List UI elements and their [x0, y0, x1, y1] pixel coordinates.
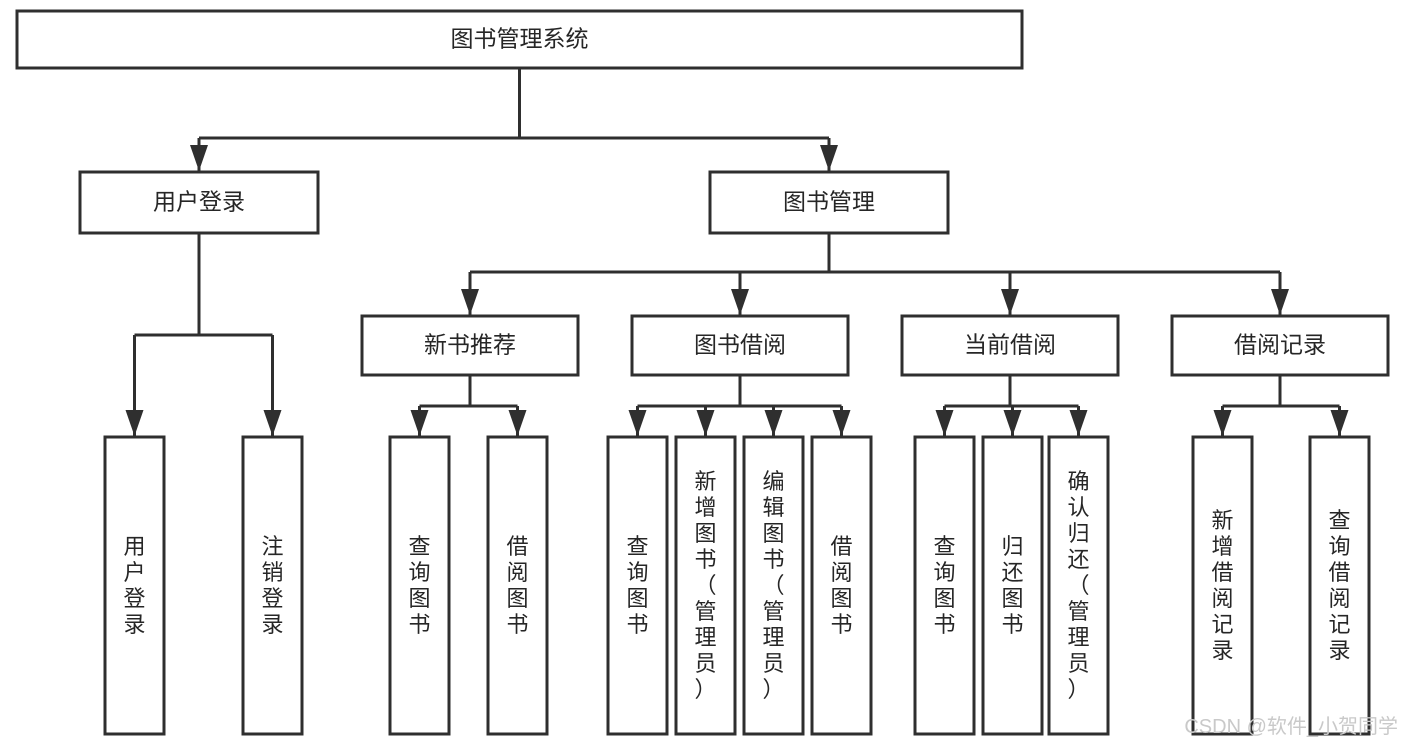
node-box-leaf-borrow-book-1 — [486, 435, 549, 736]
node-box-leaf-add-record — [1191, 435, 1254, 736]
node-box-current-borrow — [900, 314, 1120, 377]
borrow-record-to-leaves-arrow-icon — [1213, 410, 1232, 436]
node-label-leaf-add-record: 新增借阅记录 — [1211, 508, 1233, 663]
borrow-record-to-leaves-arrow-icon — [1330, 410, 1349, 436]
node-box-book-borrow — [630, 314, 850, 377]
csdn-watermark: CSDN @软件_小贺同学 — [1184, 715, 1398, 738]
node-box-leaf-query-book-2 — [606, 435, 669, 736]
node-label-current-borrow: 当前借阅 — [964, 332, 1056, 358]
node-book-manage[interactable]: 图书管理 — [708, 170, 950, 235]
node-box-leaf-edit-book — [742, 435, 805, 736]
node-leaf-borrow-book-1[interactable]: 借阅图书 — [486, 435, 549, 736]
node-label-leaf-edit-book: 编辑图书（管理员） — [762, 469, 784, 702]
node-label-leaf-borrow-book-2: 借阅图书 — [830, 534, 852, 637]
node-leaf-confirm-return[interactable]: 确认归还（管理员） — [1047, 435, 1110, 736]
node-box-leaf-query-book-3 — [913, 435, 976, 736]
node-label-leaf-add-book: 新增图书（管理员） — [694, 469, 716, 702]
node-label-book-manage: 图书管理 — [783, 189, 875, 215]
node-leaf-edit-book[interactable]: 编辑图书（管理员） — [742, 435, 805, 736]
book-manage-to-level3-arrow-icon — [461, 289, 479, 315]
node-label-book-borrow: 图书借阅 — [694, 332, 786, 358]
user-login-to-leaves-arrow-icon — [263, 410, 282, 436]
node-book-borrow[interactable]: 图书借阅 — [630, 314, 850, 377]
node-box-leaf-query-book-1 — [388, 435, 451, 736]
node-label-new-book-recommend: 新书推荐 — [424, 332, 516, 358]
node-box-leaf-add-book — [674, 435, 737, 736]
node-user-login[interactable]: 用户登录 — [78, 170, 320, 235]
root-to-level2-arrow-icon — [190, 145, 208, 171]
book-borrow-to-leaves-arrow-icon — [764, 410, 783, 436]
node-label-leaf-user-logout: 注销登录 — [261, 534, 283, 637]
nodes-layer: 图书管理系统用户登录图书管理新书推荐图书借阅当前借阅借阅记录用户登录注销登录查询… — [15, 9, 1390, 736]
node-leaf-user-login[interactable]: 用户登录 — [103, 435, 166, 736]
node-leaf-query-book-3[interactable]: 查询图书 — [913, 435, 976, 736]
node-box-leaf-borrow-book-2 — [810, 435, 873, 736]
current-borrow-to-leaves-arrow-icon — [935, 410, 954, 436]
node-label-leaf-query-book-1: 查询图书 — [408, 534, 430, 637]
book-borrow-to-leaves-arrow-icon — [628, 410, 647, 436]
node-box-book-manage — [708, 170, 950, 235]
connectors-layer — [125, 68, 1349, 436]
node-new-book-recommend[interactable]: 新书推荐 — [360, 314, 580, 377]
book-borrow-to-leaves-arrow-icon — [832, 410, 851, 436]
node-box-borrow-record — [1170, 314, 1390, 377]
node-leaf-borrow-book-2[interactable]: 借阅图书 — [810, 435, 873, 736]
user-login-to-leaves-arrow-icon — [125, 410, 144, 436]
node-leaf-query-book-1[interactable]: 查询图书 — [388, 435, 451, 736]
node-label-leaf-query-record: 查询借阅记录 — [1328, 508, 1350, 663]
book-borrow-to-leaves-arrow-icon — [696, 410, 715, 436]
node-box-leaf-user-login — [103, 435, 166, 736]
node-current-borrow[interactable]: 当前借阅 — [900, 314, 1120, 377]
node-label-leaf-query-book-2: 查询图书 — [626, 534, 648, 637]
node-label-borrow-record: 借阅记录 — [1234, 332, 1326, 358]
node-leaf-query-record[interactable]: 查询借阅记录 — [1308, 435, 1371, 736]
node-label-leaf-user-login: 用户登录 — [123, 534, 145, 637]
node-label-leaf-query-book-3: 查询图书 — [933, 534, 955, 637]
node-box-leaf-query-record — [1308, 435, 1371, 736]
book-manage-to-level3-arrow-icon — [1001, 289, 1019, 315]
new-book-recommend-to-leaves-arrow-icon — [410, 410, 429, 436]
current-borrow-to-leaves-arrow-icon — [1003, 410, 1022, 436]
node-box-root — [15, 9, 1024, 70]
node-label-leaf-confirm-return: 确认归还（管理员） — [1067, 469, 1089, 702]
node-leaf-add-book[interactable]: 新增图书（管理员） — [674, 435, 737, 736]
book-manage-to-level3-arrow-icon — [1271, 289, 1289, 315]
node-label-user-login: 用户登录 — [153, 189, 245, 215]
node-box-user-login — [78, 170, 320, 235]
node-leaf-return-book[interactable]: 归还图书 — [981, 435, 1044, 736]
node-label-leaf-borrow-book-1: 借阅图书 — [506, 534, 528, 637]
new-book-recommend-to-leaves-arrow-icon — [508, 410, 527, 436]
node-leaf-add-record[interactable]: 新增借阅记录 — [1191, 435, 1254, 736]
node-label-root: 图书管理系统 — [451, 26, 589, 52]
node-borrow-record[interactable]: 借阅记录 — [1170, 314, 1390, 377]
node-box-leaf-return-book — [981, 435, 1044, 736]
root-to-level2-arrow-icon — [820, 145, 838, 171]
current-borrow-to-leaves-arrow-icon — [1069, 410, 1088, 436]
node-leaf-user-logout[interactable]: 注销登录 — [241, 435, 304, 736]
node-leaf-query-book-2[interactable]: 查询图书 — [606, 435, 669, 736]
node-box-new-book-recommend — [360, 314, 580, 377]
node-box-leaf-user-logout — [241, 435, 304, 736]
node-root[interactable]: 图书管理系统 — [15, 9, 1024, 70]
book-manage-to-level3-arrow-icon — [731, 289, 749, 315]
node-label-leaf-return-book: 归还图书 — [1001, 534, 1023, 637]
node-box-leaf-confirm-return — [1047, 435, 1110, 736]
